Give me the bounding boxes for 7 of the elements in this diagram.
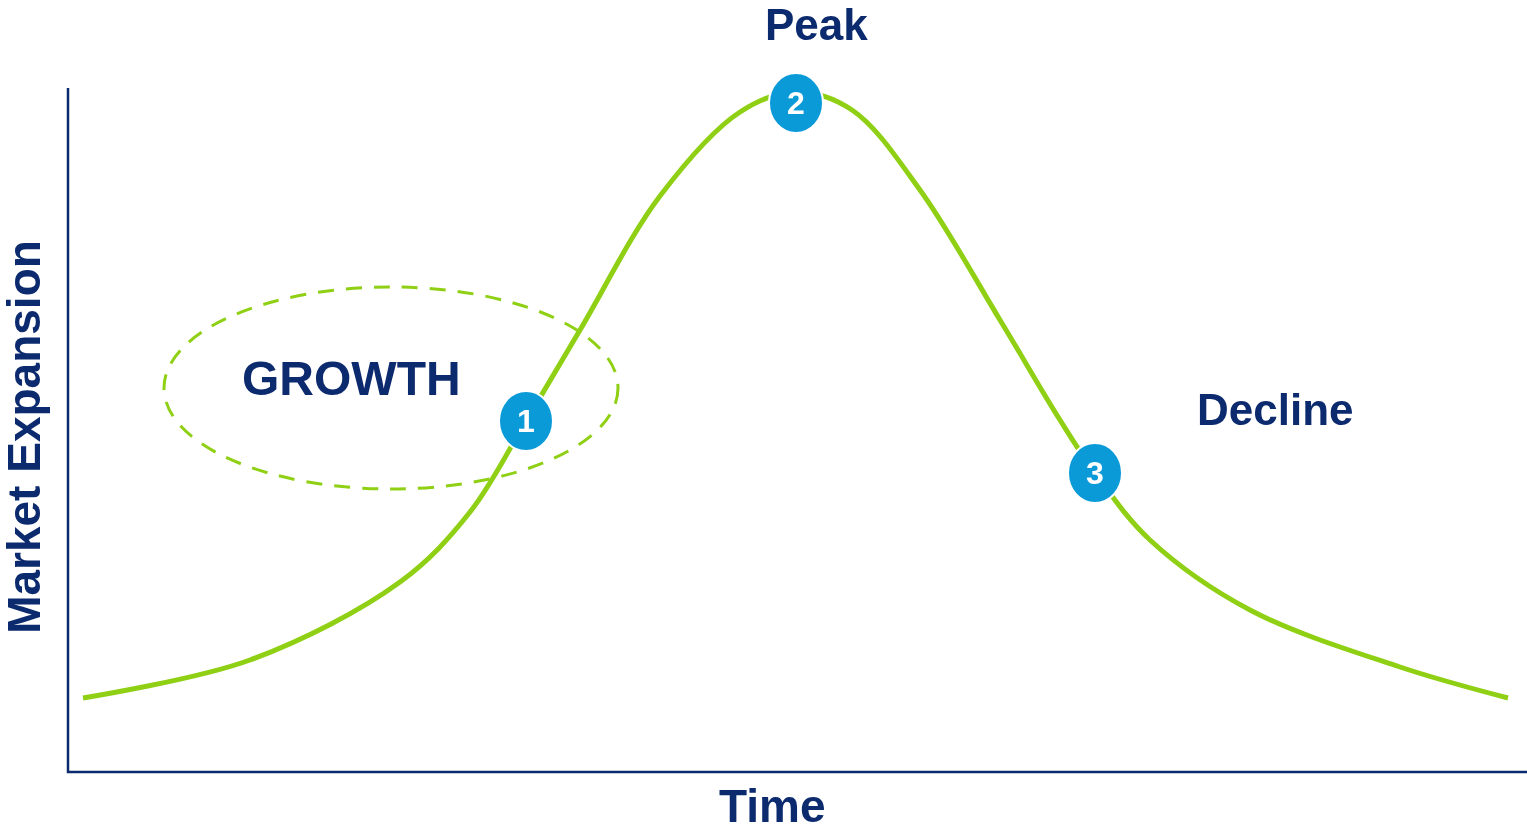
step-number: 2: [787, 84, 805, 122]
axis-title: Time: [719, 783, 826, 829]
stage-label: GROWTH: [242, 355, 461, 403]
stage-label: Decline: [1197, 388, 1354, 432]
step-number: 1: [517, 402, 535, 440]
step-number: 3: [1086, 454, 1104, 492]
stage-label: Peak: [765, 3, 868, 47]
